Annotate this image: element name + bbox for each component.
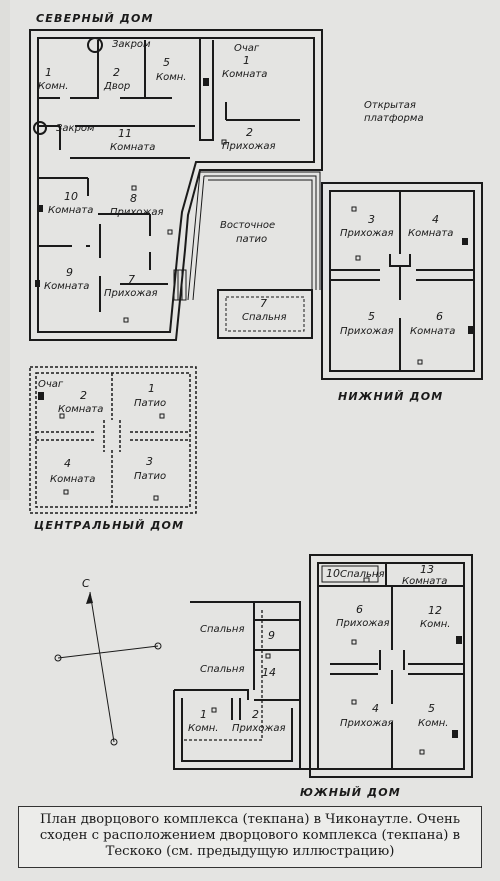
north-room-10-number: 10: [64, 190, 78, 203]
north-house: СЕВЕРНЫЙ ДОМ Закром 1 Комн. 2 Двор 5: [29, 12, 323, 341]
north-room-9-number: 9: [66, 266, 73, 279]
bedroom-7-name: Спальня: [242, 312, 287, 323]
page-margin-bleedthrough: [0, 0, 10, 500]
north-room-11-number: 11: [118, 127, 132, 140]
lower-house: 3 Прихожая 4 Комната 5 Прихожая 6 Комнат…: [321, 182, 483, 403]
north-room-2b-number: 2: [246, 126, 253, 139]
south-room-2-name: Прихожая: [232, 723, 286, 734]
south-room-1-name: Комн.: [188, 723, 218, 734]
south-room-10-name: Спальня: [340, 569, 385, 580]
north-house-outer-wall: [29, 29, 323, 341]
south-room-5-name: Комн.: [418, 718, 448, 729]
lower-room-4-name: Комната: [408, 228, 453, 239]
central-room-3-number: 3: [146, 455, 153, 468]
central-room-4-number: 4: [64, 457, 71, 470]
lower-house-title: НИЖНИЙ ДОМ: [338, 390, 443, 403]
central-room-1-name: Патио: [134, 398, 166, 409]
central-room-3-name: Патио: [134, 471, 166, 482]
lower-room-4-number: 4: [432, 213, 439, 226]
south-room-9-number: 9: [268, 629, 275, 642]
south-room-2-number: 2: [252, 708, 259, 721]
north-room-2b-name: Прихожая: [222, 141, 276, 152]
south-bedroom-upper-label: Спальня: [200, 624, 245, 635]
south-room-4-number: 4: [372, 702, 379, 715]
platform-label-line2: платформа: [364, 113, 424, 124]
lower-room-3-number: 3: [368, 213, 375, 226]
lower-room-5-name: Прихожая: [340, 326, 394, 337]
north-room-7-number: 7: [128, 273, 135, 286]
south-room-12-name: Комн.: [420, 619, 450, 630]
north-room-10-name: Комната: [48, 205, 93, 216]
east-patio-label-line2: патио: [236, 234, 267, 245]
south-room-13-name: Комната: [402, 576, 447, 587]
east-patio-label-line1: Восточное: [220, 220, 275, 231]
compass: С: [54, 577, 162, 746]
south-room-10-number: 10: [326, 567, 340, 580]
south-room-14-number: 14: [262, 666, 276, 679]
north-room-1-name: Комн.: [38, 81, 68, 92]
south-house: 10 Спальня 13 Комната Спальня 9 Спальня …: [173, 554, 473, 799]
south-bedroom-lower-label: Спальня: [200, 664, 245, 675]
central-house-outer-wall: [29, 366, 197, 514]
east-patio-area: Открытая платформа Восточное патио 7 Спа…: [187, 100, 424, 339]
south-room-13-number: 13: [420, 563, 434, 576]
south-room-6-number: 6: [356, 603, 363, 616]
granary-circle-west: [33, 121, 47, 135]
bedroom-7-block: [217, 289, 313, 339]
granary-circle-north: [87, 37, 103, 53]
south-house-outer-wall: [309, 554, 473, 778]
figure-caption: План дворцового комплекса (текпана) в Чи…: [18, 806, 482, 868]
south-room-4-name: Прихожая: [340, 718, 394, 729]
south-room-6-name: Прихожая: [336, 618, 390, 629]
central-room-2-name: Комната: [58, 404, 103, 415]
north-room-2-number: 2: [113, 66, 120, 79]
lower-room-6-name: Комната: [410, 326, 455, 337]
north-hearth-label: Очаг: [234, 43, 260, 54]
central-hearth-label: Очаг: [38, 379, 64, 390]
north-room-9-name: Комната: [44, 281, 89, 292]
north-room-8-number: 8: [130, 192, 137, 205]
north-room-7-name: Прихожая: [104, 288, 158, 299]
north-granary-1-label: Закром: [112, 39, 151, 50]
north-granary-2-label: Закром: [56, 123, 95, 134]
north-room-1b-number: 1: [243, 54, 250, 67]
north-room-2-name: Двор: [103, 81, 130, 92]
compass-north-label: С: [82, 577, 90, 590]
lower-room-3-name: Прихожая: [340, 228, 394, 239]
south-house-title: ЮЖНЫЙ ДОМ: [300, 786, 401, 799]
north-room-5-name: Комн.: [156, 72, 186, 83]
central-room-1-number: 1: [148, 382, 155, 395]
lower-room-5-number: 5: [368, 310, 375, 323]
south-room-12-number: 12: [428, 604, 442, 617]
lower-room-6-number: 6: [436, 310, 443, 323]
south-room-1-number: 1: [200, 708, 207, 721]
platform-label-line1: Открытая: [364, 100, 416, 111]
north-room-1-number: 1: [45, 66, 52, 79]
central-room-2-number: 2: [80, 389, 87, 402]
south-room-5-number: 5: [428, 702, 435, 715]
north-house-title: СЕВЕРНЫЙ ДОМ: [36, 12, 154, 25]
central-room-4-name: Комната: [50, 474, 95, 485]
north-room-5-number: 5: [163, 56, 170, 69]
lower-house-outer-wall: [321, 182, 483, 380]
bedroom-7-number: 7: [260, 297, 267, 310]
central-house: Очаг 2 Комната 1 Патио 4 Комната 3 Патио…: [29, 366, 197, 532]
north-room-8-name: Прихожая: [110, 207, 164, 218]
north-room-1b-name: Комната: [222, 69, 267, 80]
central-house-title: ЦЕНТРАЛЬНЫЙ ДОМ: [34, 519, 184, 532]
north-room-11-name: Комната: [110, 142, 155, 153]
